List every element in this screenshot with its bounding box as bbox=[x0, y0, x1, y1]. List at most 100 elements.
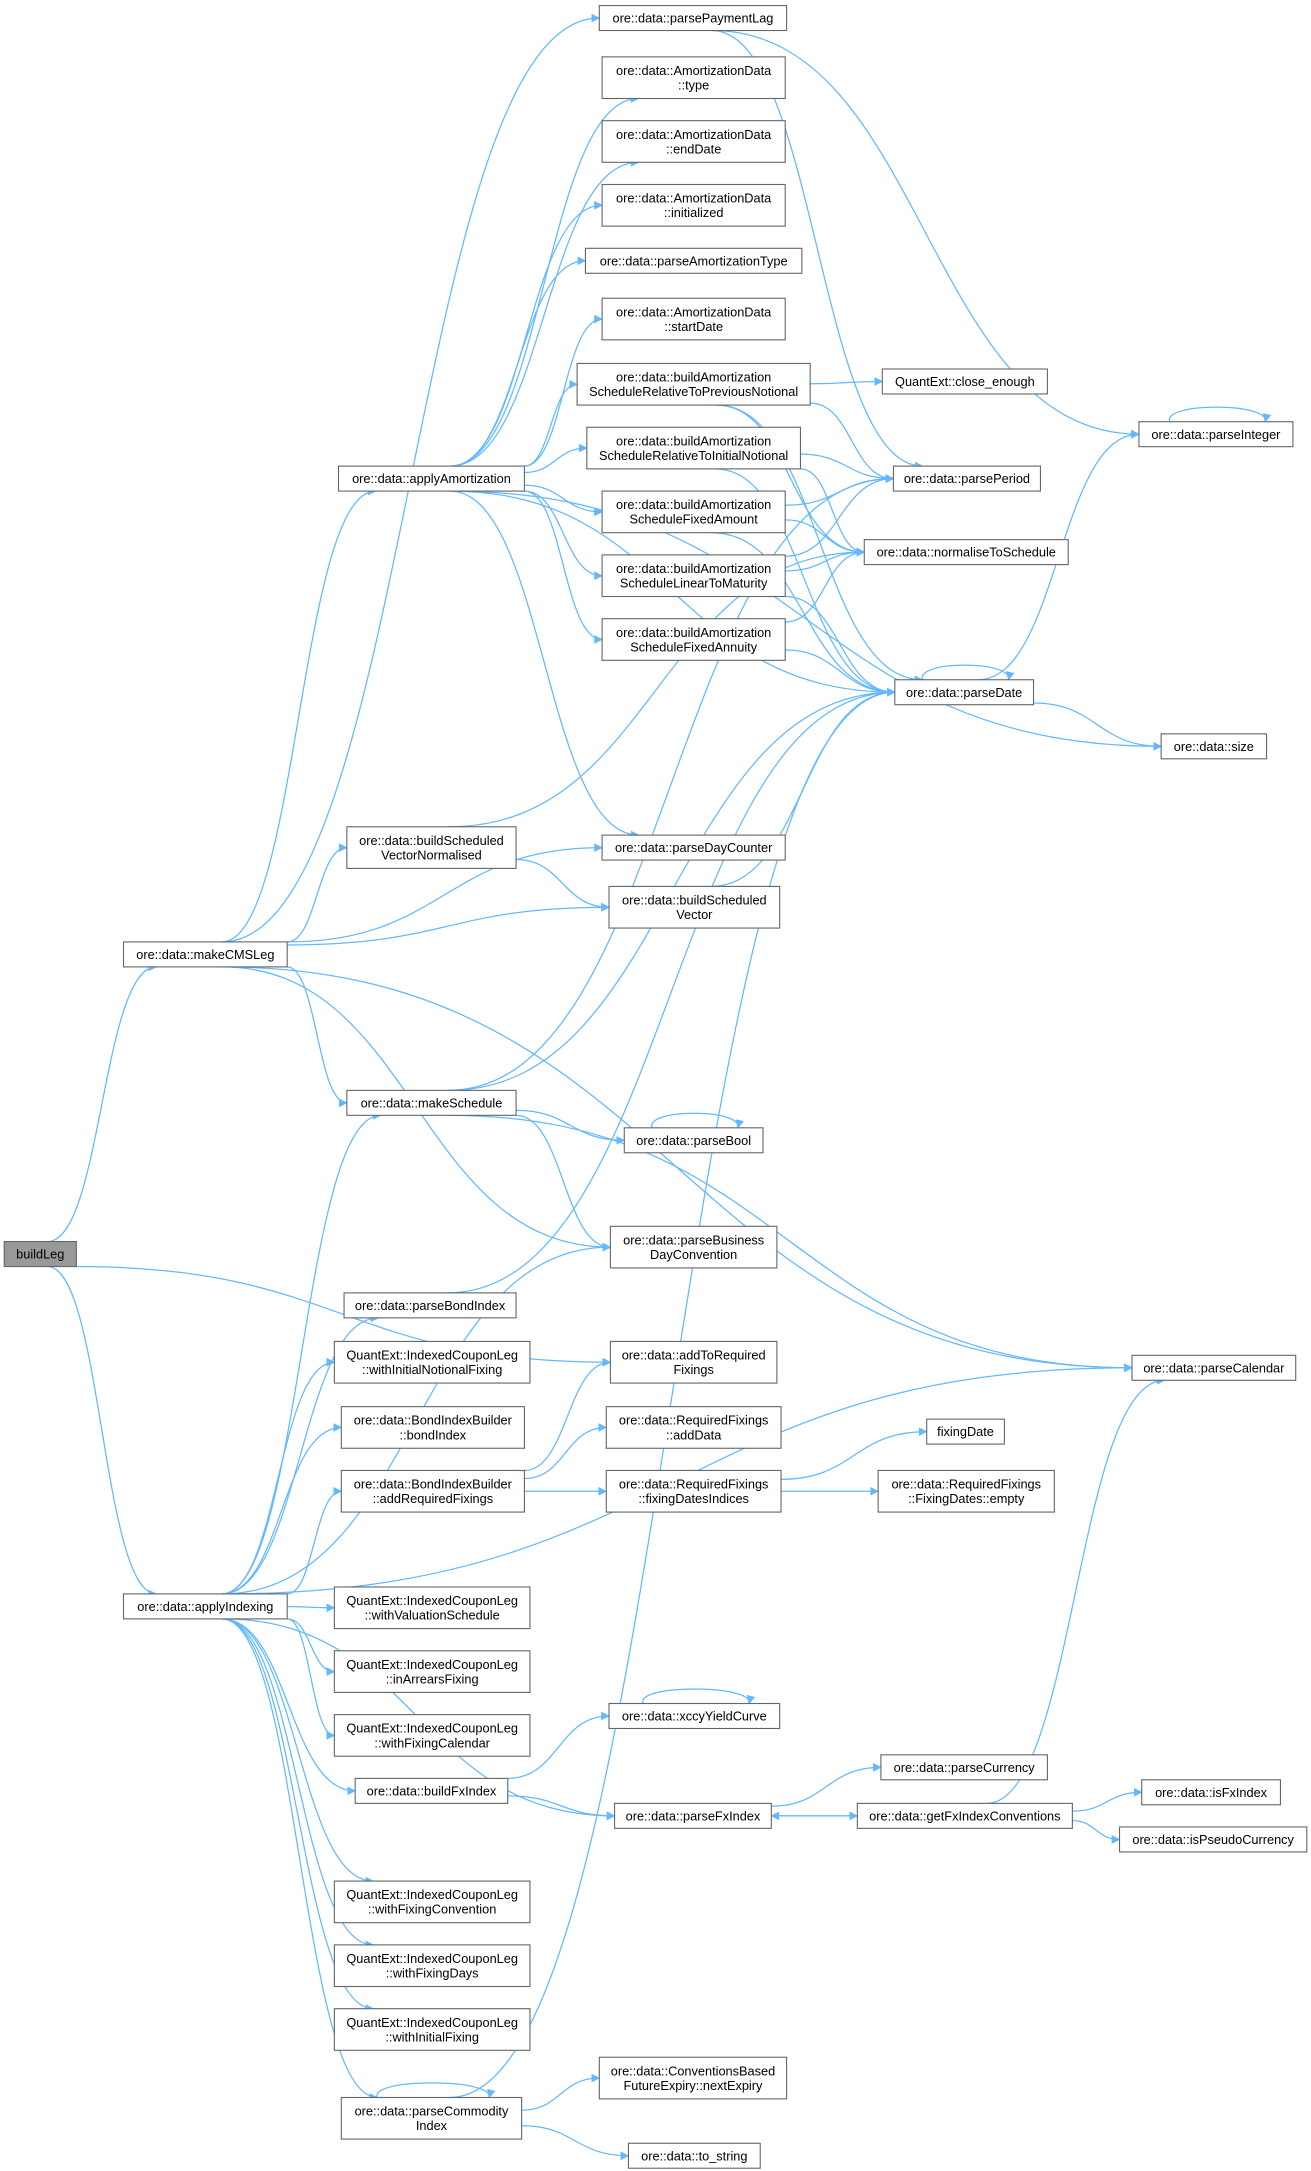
node-box bbox=[354, 1777, 509, 1804]
edge-buildLeg-to-makeCMSLeg bbox=[47, 962, 158, 1243]
edge-parsePaymentLag-to-parsePeriod bbox=[711, 29, 924, 471]
node-relPrev[interactable]: ore::data::buildAmortizationScheduleRela… bbox=[576, 362, 811, 406]
node-label: DayConvention bbox=[650, 1247, 737, 1262]
node-parseBool[interactable]: ore::data::parseBool bbox=[623, 1127, 764, 1154]
node-makeCMSLeg[interactable]: ore::data::makeCMSLeg bbox=[122, 941, 288, 968]
node-amEndDate[interactable]: ore::data::AmortizationData::endDate bbox=[601, 120, 786, 163]
node-label: ore::data::isFxIndex bbox=[1155, 1785, 1268, 1800]
node-label: ore::data::ConventionsBased bbox=[611, 2063, 775, 2078]
node-box bbox=[343, 1292, 517, 1319]
node-size[interactable]: ore::data::size bbox=[1160, 733, 1268, 760]
node-label: ore::data::parsePeriod bbox=[904, 471, 1030, 486]
node-normalise[interactable]: ore::data::normaliseToSchedule bbox=[863, 539, 1069, 566]
edge-parseBondIndex-to-parseDate bbox=[447, 687, 896, 1294]
node-parsePaymentLag[interactable]: ore::data::parsePaymentLag bbox=[598, 4, 788, 32]
node-label: ore::data::BondIndexBuilder bbox=[354, 1413, 513, 1428]
edge-relPrev-to-closeEnough bbox=[810, 377, 884, 386]
edge-makeCMSLeg-to-makeSchedule bbox=[287, 966, 348, 1108]
node-label: ore::data::buildAmortization bbox=[616, 433, 771, 448]
edge-linear-to-parsePeriod bbox=[785, 474, 895, 557]
node-parseDayCounter[interactable]: ore::data::parseDayCounter bbox=[601, 834, 786, 861]
node-xccy[interactable]: ore::data::xccyYieldCurve bbox=[608, 1702, 781, 1730]
node-label: Index bbox=[416, 2118, 448, 2133]
node-label: FutureExpiry::nextExpiry bbox=[624, 2078, 764, 2093]
edge-fixedAmount-to-parseDate bbox=[711, 532, 896, 697]
node-applyAmortization[interactable]: ore::data::applyAmortization bbox=[337, 465, 525, 492]
node-label: ore::data::parsePaymentLag bbox=[613, 11, 774, 26]
node-parseAmortizationType[interactable]: ore::data::parseAmortizationType bbox=[584, 247, 803, 274]
node-fixingDate[interactable]: fixingDate bbox=[926, 1418, 1005, 1445]
node-label: ore::data::size bbox=[1174, 739, 1254, 754]
node-parsePeriod[interactable]: ore::data::parsePeriod bbox=[892, 465, 1042, 492]
node-label: ::addRequiredFixings bbox=[373, 1491, 493, 1506]
node-label: ore::data::parseBondIndex bbox=[355, 1298, 506, 1313]
edge-buildFxIndex-to-xccy bbox=[507, 1711, 610, 1780]
node-label: ore::data::parseFxIndex bbox=[626, 1808, 761, 1823]
node-linear[interactable]: ore::data::buildAmortizationScheduleLine… bbox=[601, 554, 786, 598]
node-label: ScheduleRelativeToPreviousNotional bbox=[589, 384, 798, 399]
node-box bbox=[584, 247, 803, 274]
node-makeSchedule[interactable]: ore::data::makeSchedule bbox=[346, 1089, 517, 1116]
node-label: ore::data::AmortizationData bbox=[616, 63, 772, 78]
node-label: fixingDate bbox=[937, 1424, 994, 1439]
node-fixedAmount[interactable]: ore::data::buildAmortizationScheduleFixe… bbox=[601, 490, 786, 534]
node-applyIndexing[interactable]: ore::data::applyIndexing bbox=[122, 1593, 288, 1620]
node-withFixDays[interactable]: QuantExt::IndexedCouponLeg::withFixingDa… bbox=[333, 1944, 531, 1988]
node-bibAddReq[interactable]: ore::data::BondIndexBuilder::addRequired… bbox=[340, 1469, 525, 1513]
node-rfAddData[interactable]: ore::data::RequiredFixings::addData bbox=[605, 1406, 782, 1449]
node-fdEmpty[interactable]: ore::data::RequiredFixings::FixingDates:… bbox=[877, 1469, 1055, 1513]
node-amType[interactable]: ore::data::AmortizationData::type bbox=[601, 56, 786, 100]
node-fixedAnnuity[interactable]: ore::data::buildAmortizationScheduleFixe… bbox=[601, 618, 786, 661]
node-bondIndex[interactable]: ore::data::BondIndexBuilder::bondIndex bbox=[340, 1406, 525, 1449]
node-label: Vector bbox=[676, 907, 713, 922]
node-fdIndices[interactable]: ore::data::RequiredFixings::fixingDatesI… bbox=[605, 1469, 782, 1513]
node-withInitNotFix[interactable]: QuantExt::IndexedCouponLeg::withInitialN… bbox=[333, 1340, 531, 1384]
edge-applyAmortization-to-linear bbox=[524, 490, 603, 581]
node-parseInteger[interactable]: ore::data::parseInteger bbox=[1138, 421, 1294, 448]
node-withValSched[interactable]: QuantExt::IndexedCouponLeg::withValuatio… bbox=[333, 1586, 531, 1630]
node-isFxIndex[interactable]: ore::data::isFxIndex bbox=[1141, 1779, 1281, 1806]
node-box bbox=[333, 1650, 531, 1693]
node-withFixConv[interactable]: QuantExt::IndexedCouponLeg::withFixingCo… bbox=[333, 1880, 531, 1924]
node-parseFxIndex[interactable]: ore::data::parseFxIndex bbox=[614, 1802, 772, 1829]
node-parseDate[interactable]: ore::data::parseDate bbox=[894, 679, 1035, 706]
edge-fixedAnnuity-to-parseDate bbox=[785, 649, 896, 697]
node-withFixCal[interactable]: QuantExt::IndexedCouponLeg::withFixingCa… bbox=[333, 1714, 531, 1757]
node-box bbox=[333, 1586, 531, 1630]
node-box bbox=[333, 1880, 531, 1924]
node-amStartDate[interactable]: ore::data::AmortizationData::startDate bbox=[601, 297, 786, 341]
node-box bbox=[892, 465, 1042, 492]
node-withInitFix[interactable]: QuantExt::IndexedCouponLeg::withInitialF… bbox=[333, 2008, 531, 2051]
node-getFxConv[interactable]: ore::data::getFxIndexConventions bbox=[856, 1802, 1073, 1829]
node-box bbox=[598, 2056, 788, 2100]
node-label: ore::data::parseCurrency bbox=[894, 1760, 1036, 1775]
node-inArrears[interactable]: QuantExt::IndexedCouponLeg::inArrearsFix… bbox=[333, 1650, 531, 1693]
edge-buildLeg-to-applyIndexing bbox=[47, 1265, 158, 1599]
node-buildFxIndex[interactable]: ore::data::buildFxIndex bbox=[354, 1777, 509, 1804]
node-parseBondIndex[interactable]: ore::data::parseBondIndex bbox=[343, 1292, 517, 1319]
node-bsvNorm[interactable]: ore::data::buildScheduledVectorNormalise… bbox=[346, 826, 517, 869]
node-label: ore::data::buildFxIndex bbox=[367, 1783, 497, 1798]
node-box bbox=[601, 120, 786, 163]
node-relInit[interactable]: ore::data::buildAmortizationScheduleRela… bbox=[586, 426, 802, 470]
edge-applyIndexing-to-parseCommodity bbox=[221, 1618, 379, 2102]
node-closeEnough[interactable]: QuantExt::close_enough bbox=[881, 368, 1048, 395]
node-label: QuantExt::close_enough bbox=[895, 374, 1035, 389]
node-label: ore::data::AmortizationData bbox=[616, 191, 772, 206]
edge-applyIndexing-to-withFixDays bbox=[221, 1618, 375, 1950]
node-amInitialized[interactable]: ore::data::AmortizationData::initialized bbox=[601, 183, 786, 227]
node-parseCurrency[interactable]: ore::data::parseCurrency bbox=[880, 1754, 1048, 1781]
node-nextExpiry[interactable]: ore::data::ConventionsBasedFutureExpiry:… bbox=[598, 2056, 788, 2100]
node-isPseudo[interactable]: ore::data::isPseudoCurrency bbox=[1118, 1826, 1308, 1853]
node-box bbox=[877, 1469, 1055, 1513]
edge-getFxConv-to-parseCalendar bbox=[986, 1375, 1166, 1805]
node-box bbox=[627, 2142, 761, 2169]
edge-applyIndexing-to-withFixCal bbox=[287, 1618, 336, 1740]
node-parseCalendar[interactable]: ore::data::parseCalendar bbox=[1131, 1354, 1297, 1381]
node-toString[interactable]: ore::data::to_string bbox=[627, 2142, 761, 2169]
node-box bbox=[894, 679, 1035, 706]
